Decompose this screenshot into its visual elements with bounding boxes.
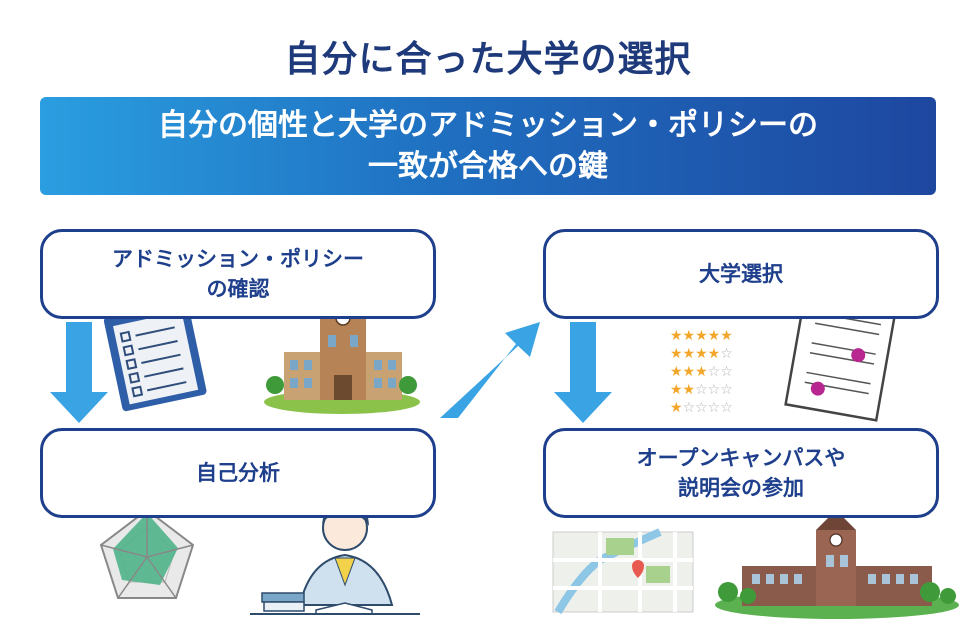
svg-text:★☆☆☆☆: ★☆☆☆☆ <box>670 400 733 416</box>
arrow-down-left <box>50 322 108 423</box>
step-self-analysis-label: 自己分析 <box>196 461 280 485</box>
step-university-choice: 大学選択 <box>543 229 939 319</box>
arrow-diagonal-up <box>440 322 540 418</box>
radar-chart-icon <box>99 508 195 599</box>
step-admission-policy: アドミッション・ポリシー の確認 <box>40 229 436 319</box>
star-rating-icon: ★★★★★ ★★★★☆ ★★★☆☆ ★★☆☆☆ ★☆☆☆☆ <box>670 328 733 416</box>
step-open-campus: オープンキャンパスや 説明会の参加 <box>543 428 939 518</box>
map-icon <box>552 528 694 615</box>
svg-text:★★★★☆: ★★★★☆ <box>670 346 733 362</box>
svg-text:★★★★★: ★★★★★ <box>670 328 733 344</box>
banner-line-2: 一致が合格への鍵 <box>368 149 608 184</box>
step-self-analysis: 自己分析 <box>40 428 436 518</box>
step-open-campus-line-1: オープンキャンパスや <box>636 446 846 470</box>
step-admission-policy-line-1: アドミッション・ポリシー <box>112 247 364 271</box>
banner-line-1: 自分の個性と大学のアドミッション・ポリシーの <box>158 108 818 143</box>
key-message-banner: 自分の個性と大学のアドミッション・ポリシーの 一致が合格への鍵 <box>40 97 936 195</box>
page-title: 自分に合った大学の選択 <box>284 39 692 80</box>
svg-text:★★☆☆☆: ★★☆☆☆ <box>670 382 733 398</box>
svg-text:★★★☆☆: ★★★☆☆ <box>670 364 733 380</box>
step-university-choice-label: 大学選択 <box>699 262 783 286</box>
thinking-student-icon <box>250 502 420 615</box>
step-open-campus-line-2: 説明会の参加 <box>678 476 804 500</box>
arrow-down-right <box>554 322 612 423</box>
step-admission-policy-line-2: の確認 <box>206 277 270 301</box>
campus-building-icon <box>715 510 959 619</box>
